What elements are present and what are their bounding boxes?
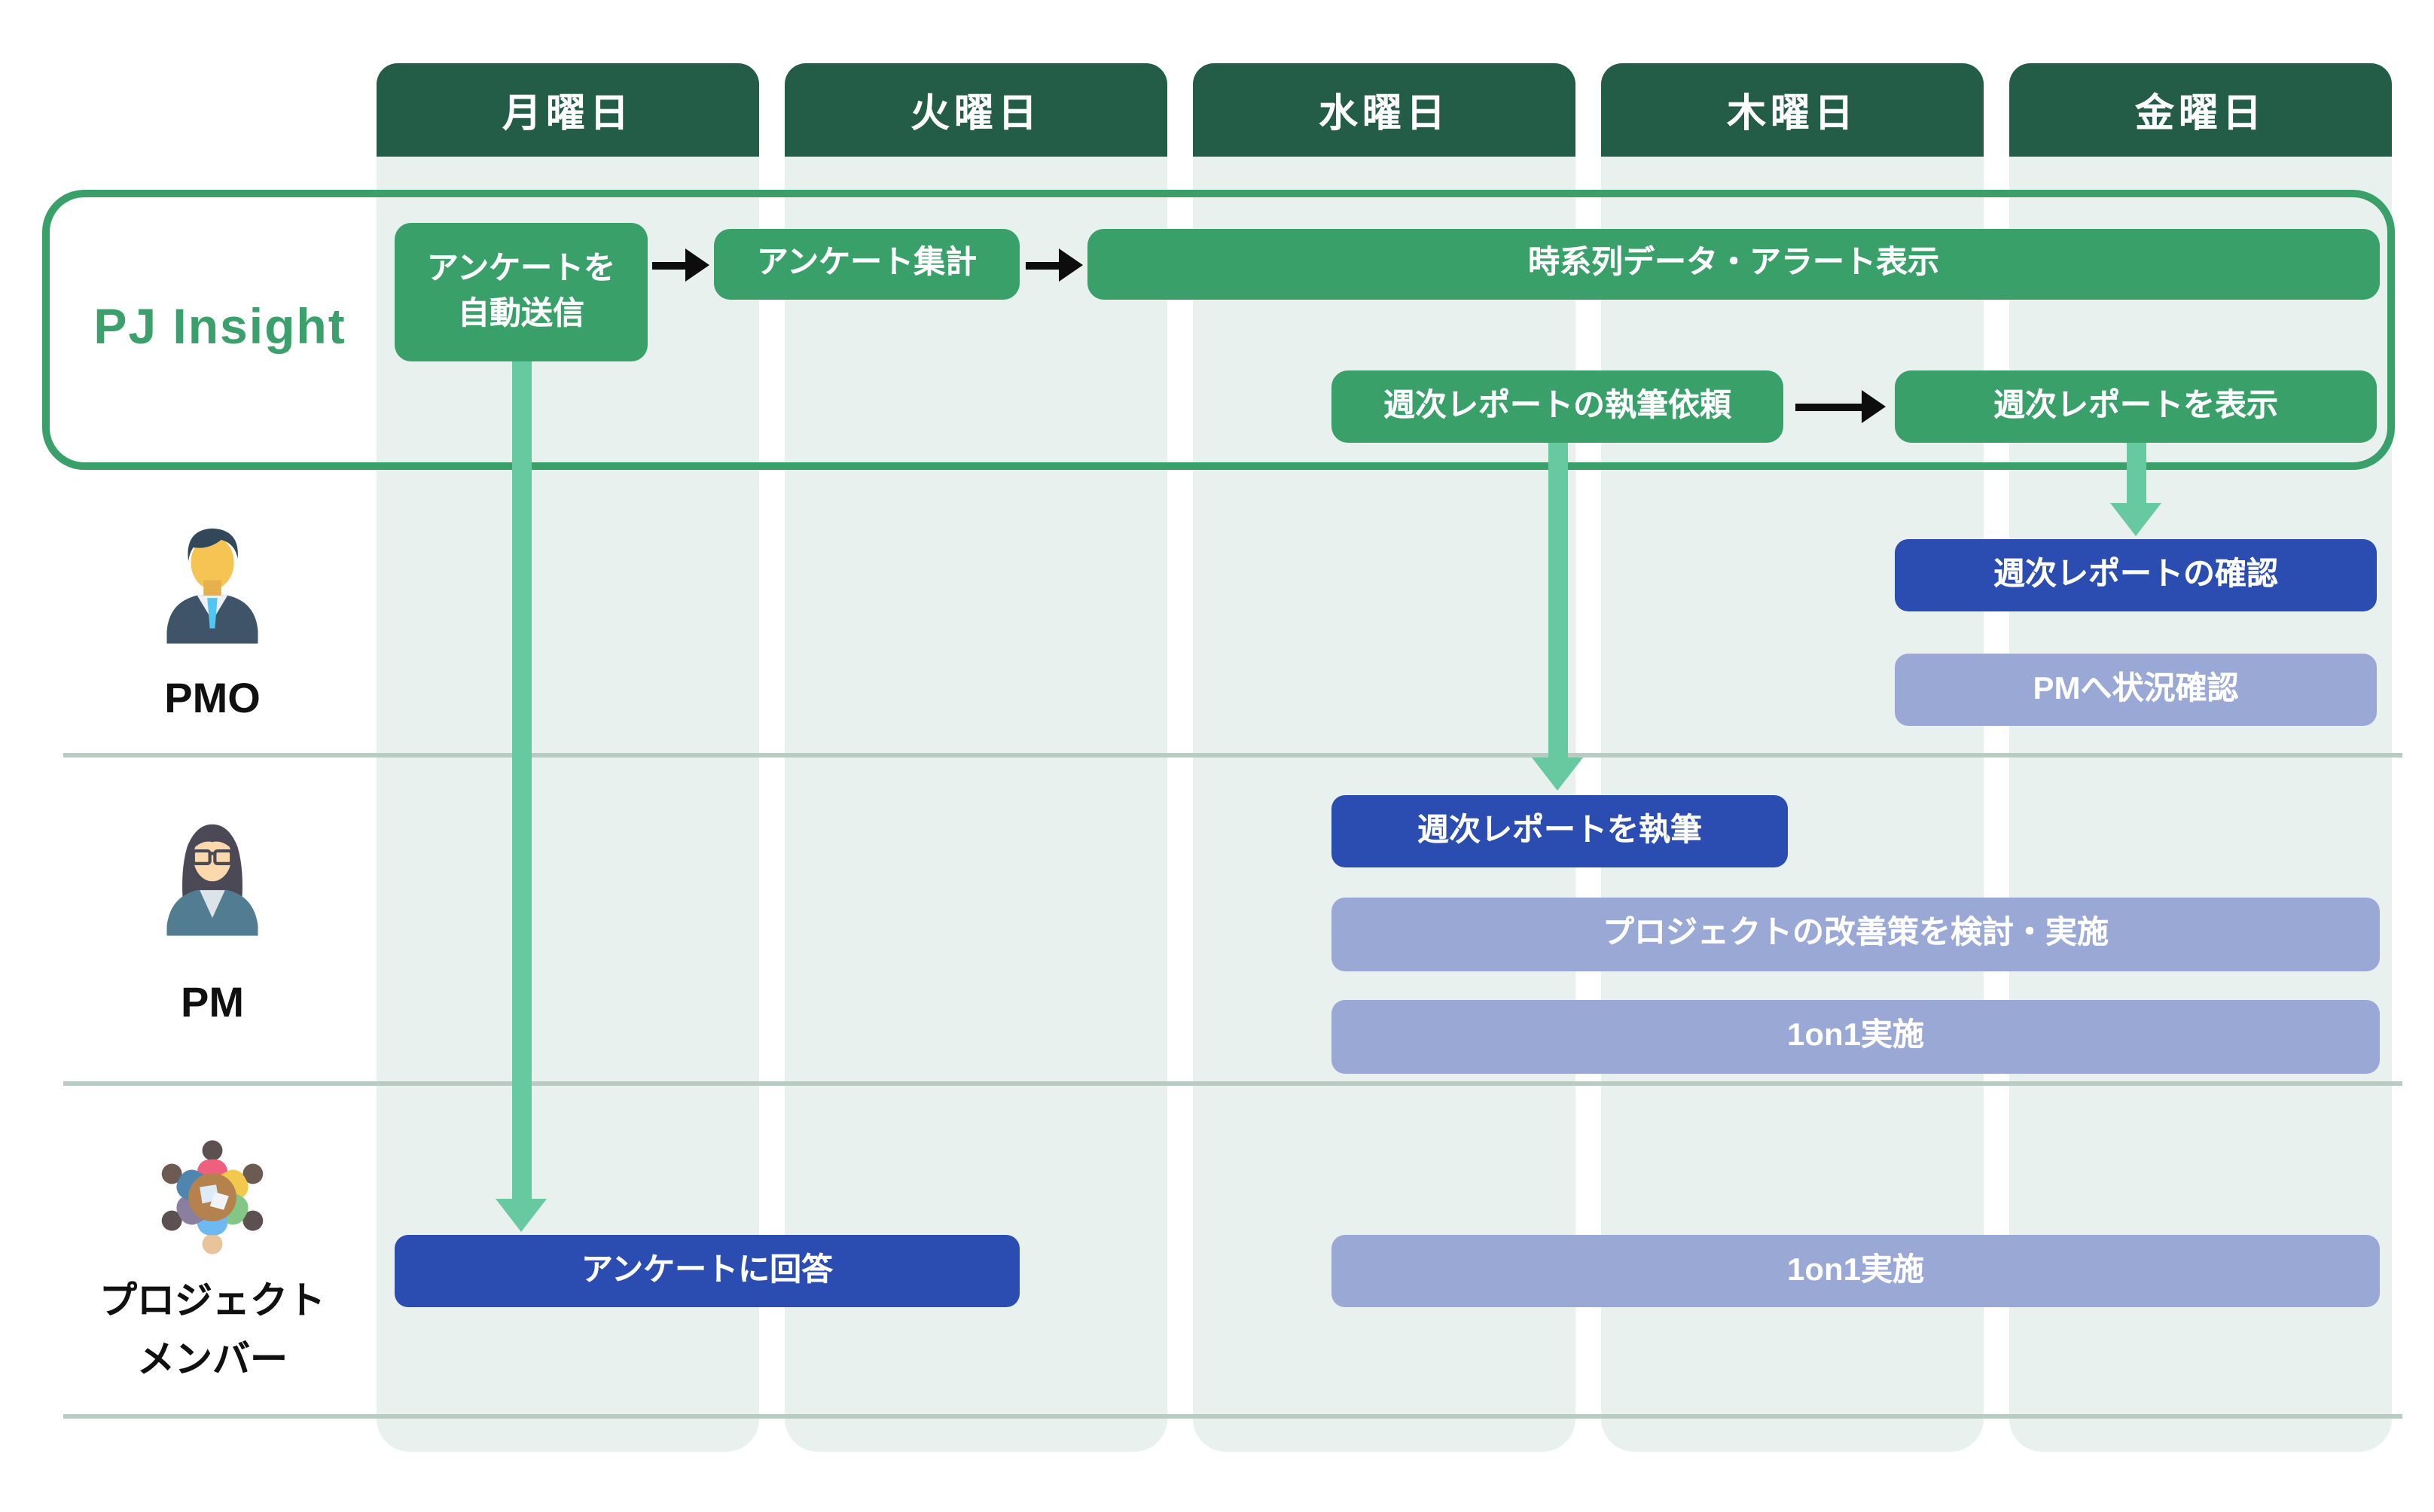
arrow-head bbox=[685, 248, 709, 282]
project-members-label-line2: メンバー bbox=[136, 1338, 288, 1381]
arrow-shaft bbox=[1795, 403, 1866, 410]
pmo-label: PMO bbox=[164, 675, 261, 721]
arrow-down-report-request-icon bbox=[1532, 443, 1583, 791]
box-label: 週次レポートの確認 bbox=[1993, 556, 2278, 592]
arrow-right-icon bbox=[1795, 389, 1886, 425]
day-header-label: 木曜日 bbox=[1726, 90, 1858, 135]
arrow-right-icon bbox=[652, 247, 709, 283]
box-pm-status-check: PMへ状況確認 bbox=[1895, 654, 2377, 726]
row-divider-pm-members bbox=[63, 1081, 2402, 1086]
box-one-on-one-pm: 1on1実施 bbox=[1331, 1000, 2380, 1074]
day-header-friday: 金曜日 bbox=[2009, 63, 2392, 157]
day-header-wednesday: 水曜日 bbox=[1193, 63, 1575, 157]
pm-avatar-icon bbox=[149, 812, 276, 938]
pj-insight-lane-outline bbox=[42, 190, 2395, 470]
arrow-head bbox=[1059, 248, 1083, 282]
day-header-monday: 月曜日 bbox=[377, 63, 759, 157]
box-label-line2: 自動送信 bbox=[458, 297, 584, 331]
day-header-thursday: 木曜日 bbox=[1601, 63, 1984, 157]
arrow-shaft bbox=[511, 361, 531, 1202]
box-timeseries-alert: 時系列データ・アラート表示 bbox=[1087, 229, 2380, 300]
day-header-tuesday: 火曜日 bbox=[785, 63, 1167, 157]
arrow-shaft bbox=[1548, 443, 1567, 761]
arrow-shaft bbox=[2126, 443, 2146, 506]
box-label: プロジェクトの改善策を検討・実施 bbox=[1603, 916, 2109, 951]
box-report-write: 週次レポートを執筆 bbox=[1331, 795, 1788, 867]
arrow-down-report-display-icon bbox=[2110, 443, 2161, 536]
box-report-check: 週次レポートの確認 bbox=[1895, 539, 2377, 611]
box-label: 1on1実施 bbox=[1786, 1018, 1924, 1053]
box-label: 週次レポートを執筆 bbox=[1417, 812, 1702, 848]
box-label: 1on1実施 bbox=[1786, 1252, 1924, 1288]
box-label: アンケート集計 bbox=[756, 245, 978, 281]
arrow-head bbox=[496, 1199, 547, 1232]
row-divider-bottom bbox=[63, 1414, 2402, 1419]
pj-insight-title: PJ Insight bbox=[93, 298, 346, 354]
box-label-line1: アンケートを bbox=[426, 251, 616, 286]
day-header-label: 月曜日 bbox=[502, 90, 633, 135]
box-improvement: プロジェクトの改善策を検討・実施 bbox=[1331, 898, 2380, 971]
project-members-label: プロジェクト メンバー bbox=[45, 1273, 380, 1389]
day-header-label: 水曜日 bbox=[1318, 90, 1450, 135]
arrow-head bbox=[1862, 390, 1886, 423]
project-members-group-icon bbox=[149, 1134, 276, 1261]
arrow-right-icon bbox=[1026, 247, 1083, 283]
day-header-label: 金曜日 bbox=[2134, 90, 2266, 135]
box-label: PMへ状況確認 bbox=[2033, 671, 2239, 706]
box-one-on-one-members: 1on1実施 bbox=[1331, 1235, 2380, 1307]
box-label: 週次レポートを表示 bbox=[1993, 388, 2278, 423]
box-survey-auto-send: アンケートを 自動送信 bbox=[395, 223, 648, 361]
arrow-head bbox=[1532, 758, 1583, 791]
arrow-down-survey-icon bbox=[496, 361, 547, 1232]
day-header-label: 火曜日 bbox=[910, 90, 1042, 135]
arrow-shaft bbox=[652, 261, 690, 269]
box-label: 時系列データ・アラート表示 bbox=[1528, 245, 1939, 281]
box-survey-aggregate: アンケート集計 bbox=[714, 229, 1020, 300]
pm-label: PM bbox=[181, 979, 244, 1026]
box-report-request: 週次レポートの執筆依頼 bbox=[1331, 370, 1783, 443]
box-label: 週次レポートの執筆依頼 bbox=[1383, 388, 1731, 423]
project-members-label-line1: プロジェクト bbox=[99, 1280, 325, 1322]
arrow-shaft bbox=[1026, 261, 1063, 269]
arrow-head bbox=[2110, 503, 2161, 536]
box-label: アンケートに回答 bbox=[581, 1252, 834, 1288]
row-divider-pmo-pm bbox=[63, 753, 2402, 758]
box-report-display: 週次レポートを表示 bbox=[1895, 370, 2377, 443]
pmo-avatar-icon bbox=[149, 520, 276, 646]
box-survey-answer: アンケートに回答 bbox=[395, 1235, 1020, 1307]
